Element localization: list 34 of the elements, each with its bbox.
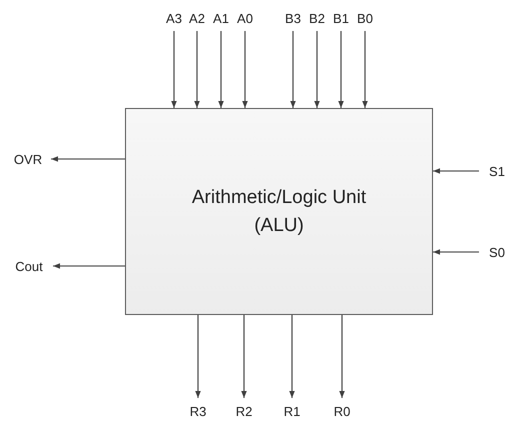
- signal-label: A0: [233, 10, 257, 26]
- block-title: Arithmetic/Logic Unit (ALU): [190, 186, 368, 238]
- arrow: [241, 315, 247, 398]
- arrow: [338, 31, 344, 108]
- signal-label: A1: [209, 10, 233, 26]
- arrow: [51, 156, 125, 162]
- arrow: [339, 315, 345, 398]
- signal-label: R0: [330, 403, 354, 419]
- arrow: [289, 315, 295, 398]
- arrow: [53, 263, 125, 269]
- signal-label: OVR: [10, 151, 46, 167]
- arrow: [433, 168, 479, 174]
- signal-label: B3: [281, 10, 305, 26]
- signal-label: B2: [305, 10, 329, 26]
- signal-label: B1: [329, 10, 353, 26]
- signal-label: S1: [484, 163, 510, 179]
- alu-block: [125, 108, 433, 315]
- arrow: [362, 31, 368, 108]
- arrow: [195, 315, 201, 398]
- arrow: [290, 31, 296, 108]
- signal-label: R3: [186, 403, 210, 419]
- arrow: [242, 31, 248, 108]
- signal-label: A2: [185, 10, 209, 26]
- signal-label: S0: [484, 244, 510, 260]
- arrow: [171, 31, 177, 108]
- arrow: [314, 31, 320, 108]
- signal-label: Cout: [10, 258, 48, 274]
- signal-label: R2: [232, 403, 256, 419]
- arrow: [194, 31, 200, 108]
- arrow: [218, 31, 224, 108]
- signal-label: A3: [162, 10, 186, 26]
- signal-label: B0: [353, 10, 377, 26]
- signal-label: R1: [280, 403, 304, 419]
- arrow: [433, 249, 479, 255]
